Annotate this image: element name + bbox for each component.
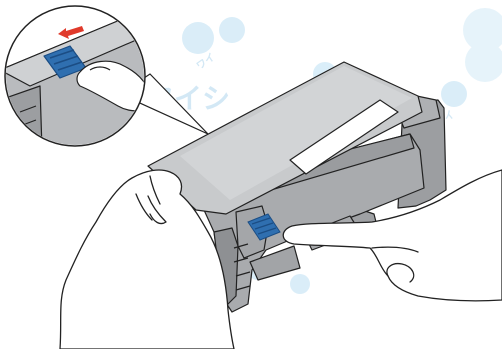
watermark-sub: ワイ (194, 51, 217, 72)
